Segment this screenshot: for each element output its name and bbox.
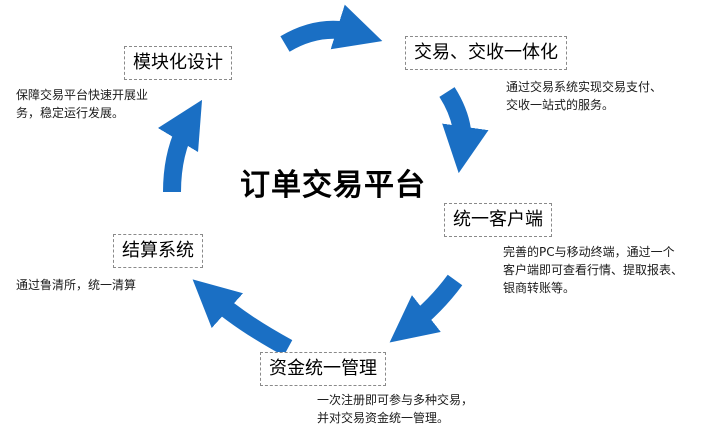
- desc-line: 并对交易资金统一管理。: [317, 411, 450, 425]
- desc-line: 银商转账等。: [503, 281, 576, 295]
- desc-line: 完善的PC与移动终端，通过一个: [503, 245, 675, 259]
- node-settlement-system-desc: 通过鲁清所，统一清算: [16, 276, 136, 294]
- node-unified-client: 统一客户端: [444, 203, 552, 237]
- arrow-right-upper: [439, 87, 489, 174]
- node-settlement-system: 结算系统: [113, 234, 203, 268]
- desc-line: 务，稳定运行发展。: [16, 106, 125, 120]
- arrow-right-lower: [389, 274, 463, 343]
- desc-line: 通过鲁清所，统一清算: [16, 278, 137, 292]
- desc-line: 一次注册即可参与多种交易，: [317, 393, 474, 407]
- node-modular-design: 模块化设计: [124, 46, 232, 80]
- desc-line: 保障交易平台快速开展业: [16, 88, 149, 102]
- desc-line: 交收一站式的服务。: [506, 98, 615, 112]
- arrow-left: [157, 99, 203, 193]
- desc-line: 客户端即可查看行情、提取报表、: [503, 263, 684, 277]
- arrow-top: [280, 4, 383, 52]
- node-modular-design-desc: 保障交易平台快速开展业 务，稳定运行发展。: [16, 86, 148, 122]
- node-unified-client-desc: 完善的PC与移动终端，通过一个 客户端即可查看行情、提取报表、 银商转账等。: [503, 243, 683, 297]
- node-fund-management: 资金统一管理: [260, 352, 386, 386]
- node-trade-settlement: 交易、交收一体化: [405, 36, 567, 70]
- node-fund-management-desc: 一次注册即可参与多种交易， 并对交易资金统一管理。: [317, 391, 473, 427]
- node-trade-settlement-desc: 通过交易系统实现交易支付、 交收一站式的服务。: [506, 78, 662, 114]
- desc-line: 通过交易系统实现交易支付、: [506, 80, 663, 94]
- arrow-bottom-left: [192, 279, 293, 356]
- diagram-title: 订单交易平台: [240, 168, 426, 203]
